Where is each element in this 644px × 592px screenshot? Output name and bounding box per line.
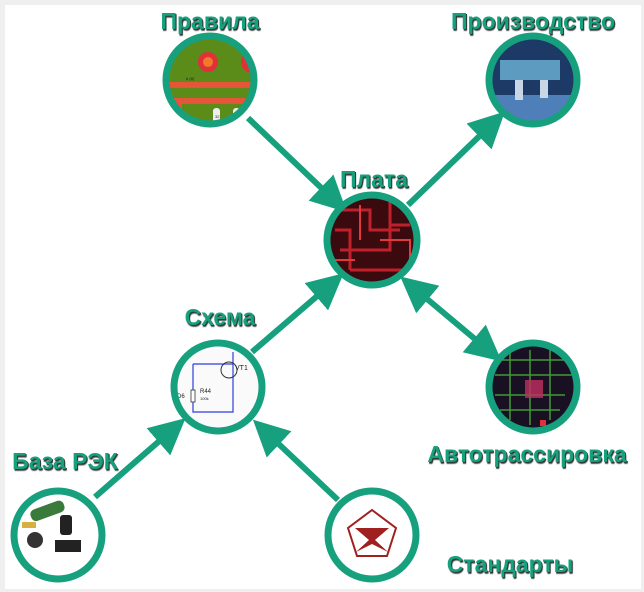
label-production: Производство [450,8,616,34]
arrow-rules-to-board [245,115,348,213]
node-autorouting [485,339,581,435]
label-board: Плата [340,166,408,192]
arrow-components-to-schematic [93,418,186,500]
label-standards: Стандарты [446,551,574,577]
arrow-standards-to-schematic [252,419,341,503]
label-components: База РЭК [12,448,118,474]
svg-text:R44: R44 [200,389,212,395]
production-image [491,38,575,122]
board-image [329,197,415,283]
node-production [485,32,581,128]
node-rules [162,32,258,128]
node-standards [324,487,420,583]
components-image [16,493,100,577]
label-autorouting: Автотрассировка [427,441,627,467]
arrow-board-autorouting [400,276,502,362]
svg-text:VT1: VT1 [235,365,248,372]
svg-text:6 (8): 6 (8) [186,76,195,81]
svg-text:100k: 100k [200,396,209,401]
svg-text:D6: D6 [177,394,185,400]
standards-image [330,493,414,577]
node-schematic [170,339,266,435]
svg-text:32: 32 [215,114,220,119]
autorouting-image [491,345,575,429]
node-components [10,487,106,583]
label-schematic: Схема [184,304,256,330]
schematic-image: VT1 R44 100k D6 GND [176,345,260,429]
node-board [323,191,421,289]
label-rules: Правила [160,8,260,34]
arrow-board-to-production [405,111,505,208]
arrow-schematic-to-board [250,273,344,355]
